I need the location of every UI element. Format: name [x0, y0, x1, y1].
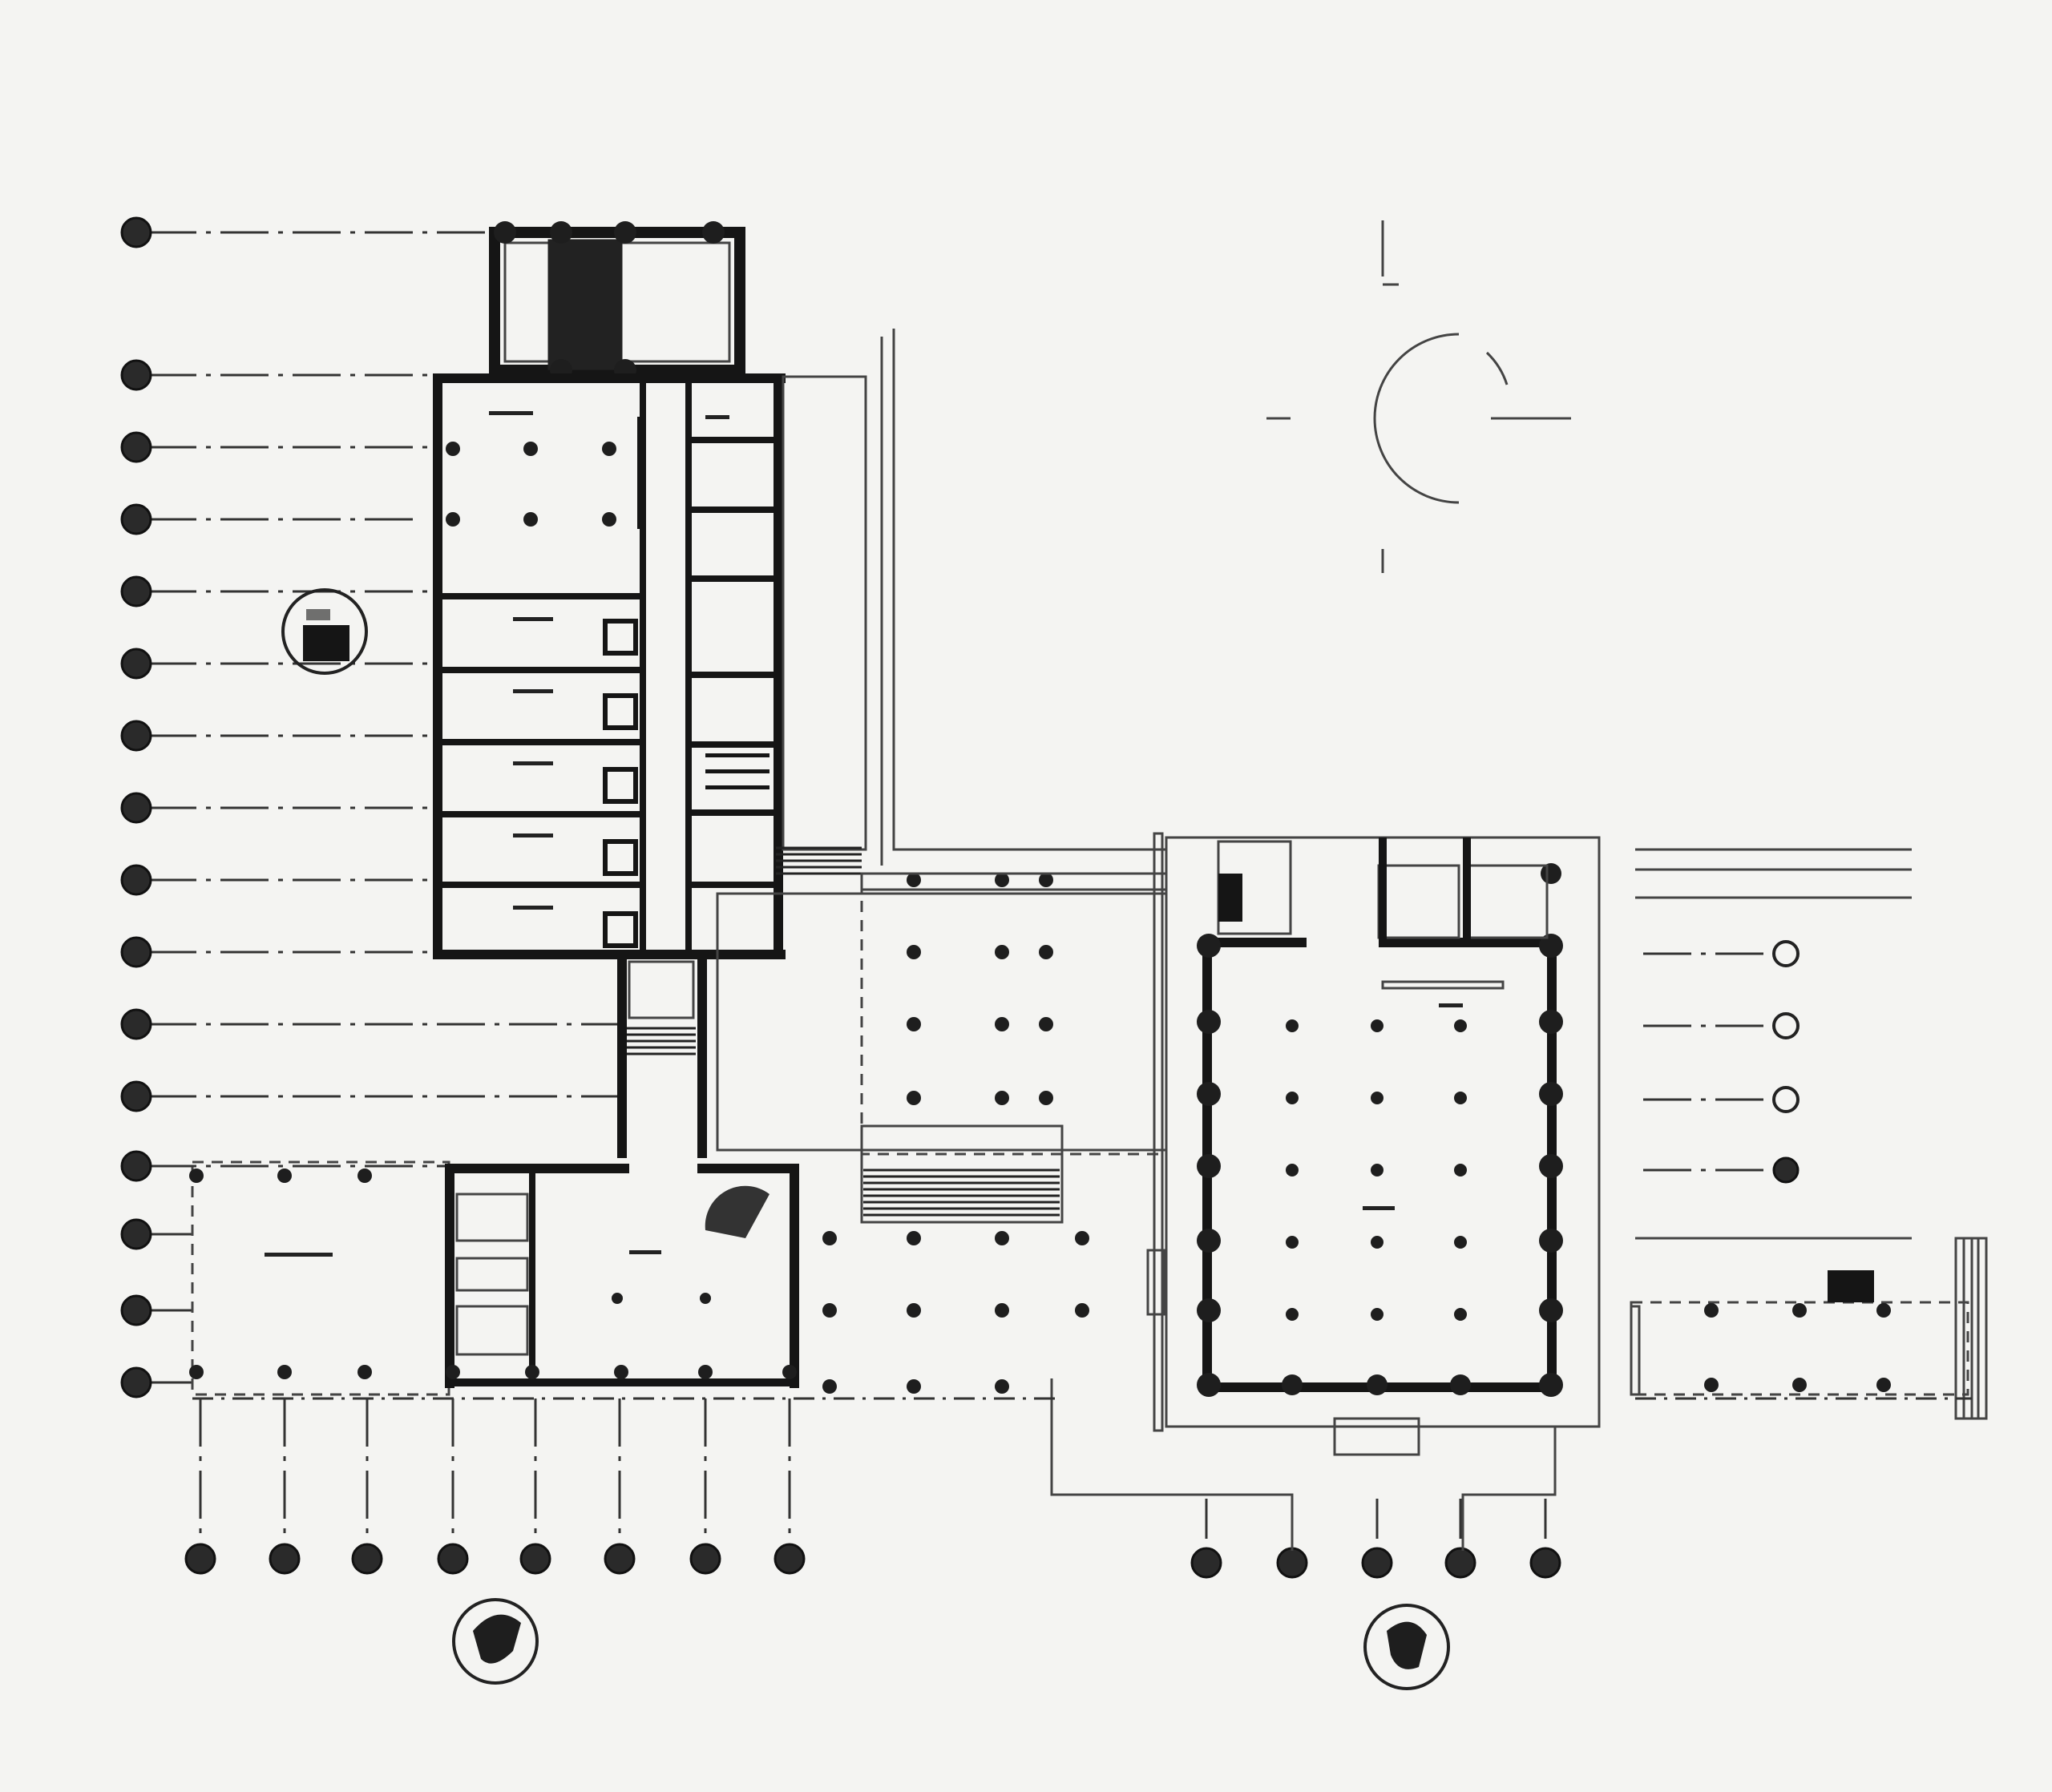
grid-bubble: [1772, 940, 1800, 967]
grid-bubble: [1361, 1547, 1393, 1579]
grid-bubble: [269, 1543, 301, 1575]
main-stair: [547, 239, 623, 370]
grid-bubble: [1772, 1086, 1800, 1113]
grid-bubble: [1772, 1012, 1800, 1039]
grid-bubble: [120, 720, 152, 752]
grid-bubble: [120, 503, 152, 535]
grid-bubble: [1276, 1547, 1308, 1579]
grid-bubble: [689, 1543, 721, 1575]
grid-bubble: [120, 936, 152, 968]
grid-bubble: [1772, 1156, 1800, 1184]
left-grid-axes: [120, 216, 617, 1398]
grid-bubble: [120, 1366, 152, 1398]
site-boundary: [192, 329, 1972, 1400]
grid-bubble: [120, 1294, 152, 1326]
grid-bubble: [120, 864, 152, 896]
right-grid-axes: [1643, 940, 1800, 1184]
grid-bubble: [120, 431, 152, 463]
grid-bubble: [437, 1543, 469, 1575]
central-connector: [617, 958, 707, 1158]
seal-icon: [452, 1598, 539, 1685]
central-colonnade: [716, 872, 1168, 1394]
grid-bubble: [120, 216, 152, 248]
grid-bubble: [120, 792, 152, 824]
room-label-marks: [265, 411, 1463, 1257]
grid-bubble: [120, 1080, 152, 1112]
bottom-grid-axes: [184, 1398, 1561, 1579]
north-arrow-icon: [1266, 220, 1571, 573]
grid-bubble: [774, 1543, 806, 1575]
grid-bubble: [120, 648, 152, 680]
south-west-block: [189, 1160, 799, 1396]
grid-bubble: [519, 1543, 551, 1575]
grid-bubble: [604, 1543, 636, 1575]
grid-bubble: [120, 1218, 152, 1250]
east-hall: [1050, 832, 1601, 1551]
grid-bubble: [120, 575, 152, 607]
seal-icon: [1363, 1604, 1450, 1690]
grid-bubble: [1190, 1547, 1222, 1579]
east-colonnade: [1630, 848, 1988, 1420]
seal-icon: [281, 588, 368, 675]
grid-bubble: [120, 1008, 152, 1040]
grid-bubble: [1529, 1547, 1561, 1579]
grid-bubble: [120, 359, 152, 391]
grid-bubble: [1444, 1547, 1476, 1579]
grid-bubble: [351, 1543, 383, 1575]
north-wing: [433, 221, 867, 959]
grid-bubble: [184, 1543, 216, 1575]
grid-bubble: [120, 1150, 152, 1182]
